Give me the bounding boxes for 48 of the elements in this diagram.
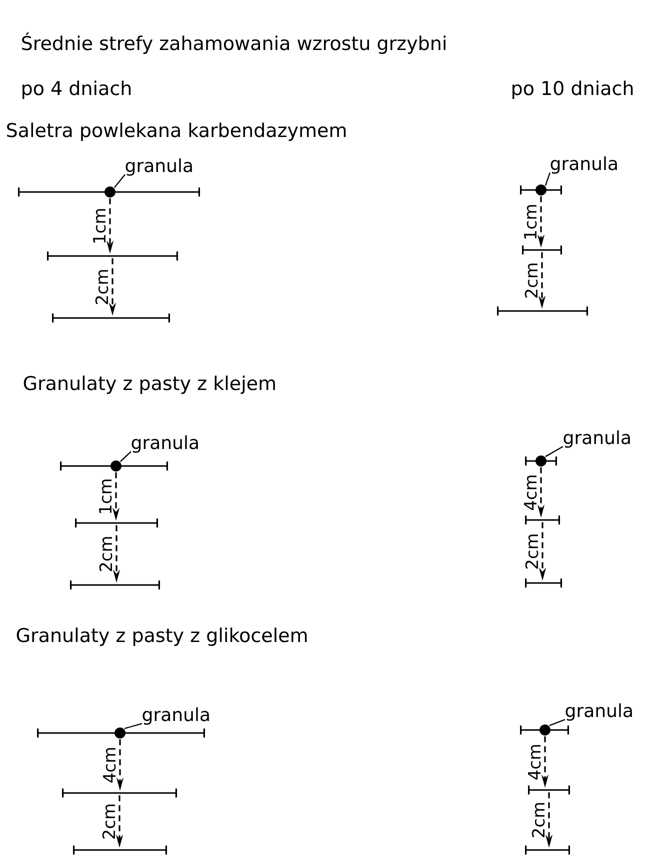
leader-line — [124, 722, 142, 730]
edge-label: 2cm — [524, 262, 538, 300]
leader-line — [114, 174, 126, 188]
granule-label: granula — [142, 707, 209, 725]
edge-label: 2cm — [94, 268, 109, 306]
edge-label: 2cm — [524, 532, 539, 570]
granule-label: granula — [566, 703, 632, 721]
edge-label: 1cm — [98, 478, 112, 516]
zone-line — [525, 846, 570, 854]
zone-line — [75, 518, 158, 528]
zone-line — [525, 578, 562, 588]
zone-line — [37, 728, 205, 738]
column-heading: po 10 dniach — [512, 80, 633, 99]
edge-label: 2cm — [98, 535, 113, 573]
edge-label: 4cm — [528, 743, 542, 781]
zone-line — [52, 314, 170, 322]
zone-line — [522, 246, 562, 254]
edge-label: 4cm — [524, 474, 538, 512]
edge-label: 1cm — [524, 203, 538, 241]
section-heading: Granulaty z pasty z klejem — [24, 376, 275, 394]
edge-label: 4cm — [102, 746, 116, 784]
edge-label: 2cm — [531, 801, 546, 839]
zone-line — [62, 788, 177, 798]
leader-line — [549, 718, 566, 726]
granule-label: granula — [126, 158, 192, 176]
leader-line — [120, 451, 132, 462]
zone-line — [520, 726, 569, 734]
title: Średnie strefy zahamowania wzrostu grzybni — [22, 32, 446, 54]
granule-label: granula — [564, 430, 630, 448]
section-heading: Granulaty z pasty z glikocelem — [16, 628, 307, 646]
column-heading: po 4 dniach — [22, 80, 131, 99]
zone-line — [73, 846, 167, 854]
zone-line — [497, 306, 588, 316]
edge-label: 2cm — [102, 802, 116, 840]
zone-line — [520, 186, 562, 194]
leader-line — [544, 172, 551, 186]
zone-line — [60, 462, 168, 470]
section-heading: Saletra powlekana karbendazymem — [7, 122, 346, 141]
zone-line — [525, 456, 557, 466]
granule-label: granula — [132, 435, 198, 453]
zone-line — [18, 188, 200, 196]
granule-label: granula — [550, 156, 617, 174]
zone-line — [525, 516, 560, 524]
zone-line — [47, 252, 178, 260]
edge-label: 1cm — [92, 207, 106, 245]
zone-line — [528, 786, 570, 794]
zone-line — [70, 580, 160, 590]
leader-line — [545, 446, 564, 458]
